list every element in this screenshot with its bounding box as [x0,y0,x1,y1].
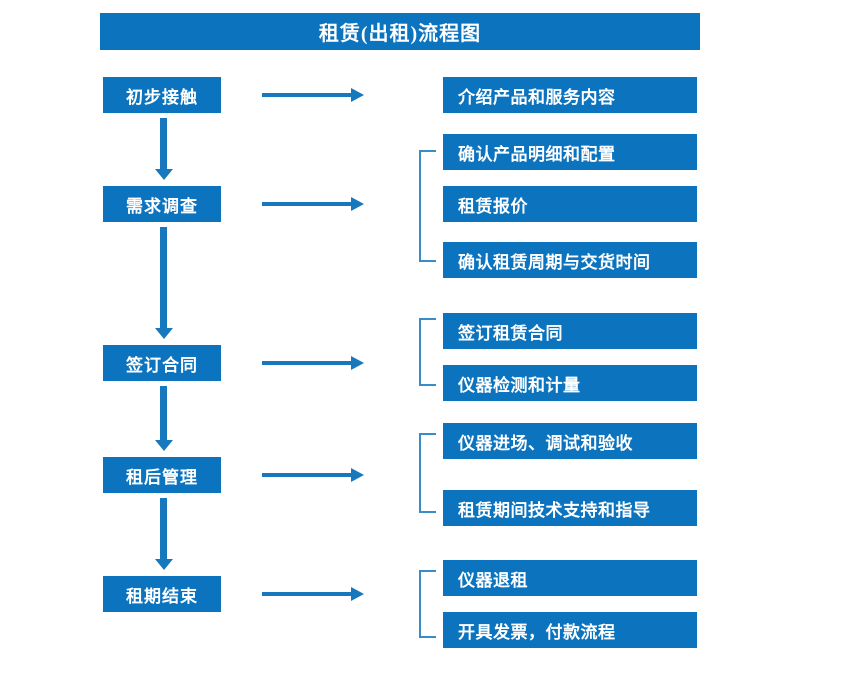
bracket-stub-bottom [419,260,436,262]
bracket-spine [419,150,421,262]
arrow-head [351,587,364,601]
arrow-shaft [262,361,352,365]
arrow-sign-contract-to-post-rental [155,386,173,451]
bracket-stub-top [419,150,436,152]
task-box-instrument-return[interactable]: 仪器退租 [443,560,697,596]
task-box-introduce-products-services[interactable]: 介绍产品和服务内容 [443,77,697,113]
arrow-shaft [262,473,352,477]
arrow-head [155,328,173,339]
arrow-stage-4-to-tasks [262,468,364,482]
bracket-lease-end-tasks [419,570,437,638]
bracket-spine [419,570,421,638]
task-box-rental-quotation[interactable]: 租赁报价 [443,186,697,222]
task-box-confirm-product-details-config[interactable]: 确认产品明细和配置 [443,134,697,170]
arrow-needs-survey-to-sign-contract [155,227,173,339]
arrow-post-rental-to-lease-end [155,498,173,570]
arrow-stage-1-to-tasks [262,88,364,102]
bracket-stub-top [419,318,436,320]
bracket-stub-bottom [419,636,436,638]
arrow-shaft [160,118,167,169]
stage-box-post-rental-management[interactable]: 租后管理 [103,457,221,493]
arrow-head [155,559,173,570]
task-box-invoice-payment-process[interactable]: 开具发票，付款流程 [443,612,697,648]
task-box-technical-support-during-rental[interactable]: 租赁期间技术支持和指导 [443,490,697,526]
bracket-spine [419,433,421,513]
bracket-stub-top [419,433,436,435]
stage-box-sign-contract[interactable]: 签订合同 [103,345,221,381]
stage-box-lease-end[interactable]: 租期结束 [103,576,221,612]
arrow-head [351,88,364,102]
bracket-stub-bottom [419,384,436,386]
arrow-shaft [262,202,352,206]
arrow-shaft [160,227,167,328]
arrow-shaft [262,93,352,97]
stage-box-initial-contact[interactable]: 初步接触 [103,77,221,113]
bracket-needs-survey-tasks [419,150,437,262]
arrow-shaft [160,498,167,559]
arrow-head [351,197,364,211]
task-box-confirm-rental-period-delivery[interactable]: 确认租赁周期与交货时间 [443,242,697,278]
task-box-instrument-arrival-commissioning-acceptance[interactable]: 仪器进场、调试和验收 [443,423,697,459]
arrow-initial-contact-to-needs-survey [155,118,173,180]
arrow-head [155,169,173,180]
task-box-sign-rental-contract[interactable]: 签订租赁合同 [443,313,697,349]
arrow-head [155,440,173,451]
page-title: 租赁(出租)流程图 [100,13,700,50]
stage-box-needs-survey[interactable]: 需求调查 [103,186,221,222]
bracket-spine [419,318,421,386]
bracket-post-rental-tasks [419,433,437,513]
bracket-stub-bottom [419,511,436,513]
arrow-stage-2-to-tasks [262,197,364,211]
bracket-sign-contract-tasks [419,318,437,386]
arrow-stage-3-to-tasks [262,356,364,370]
arrow-shaft [262,592,352,596]
bracket-stub-top [419,570,436,572]
arrow-stage-5-to-tasks [262,587,364,601]
arrow-shaft [160,386,167,440]
arrow-head [351,468,364,482]
arrow-head [351,356,364,370]
task-box-instrument-testing-metrology[interactable]: 仪器检测和计量 [443,365,697,401]
